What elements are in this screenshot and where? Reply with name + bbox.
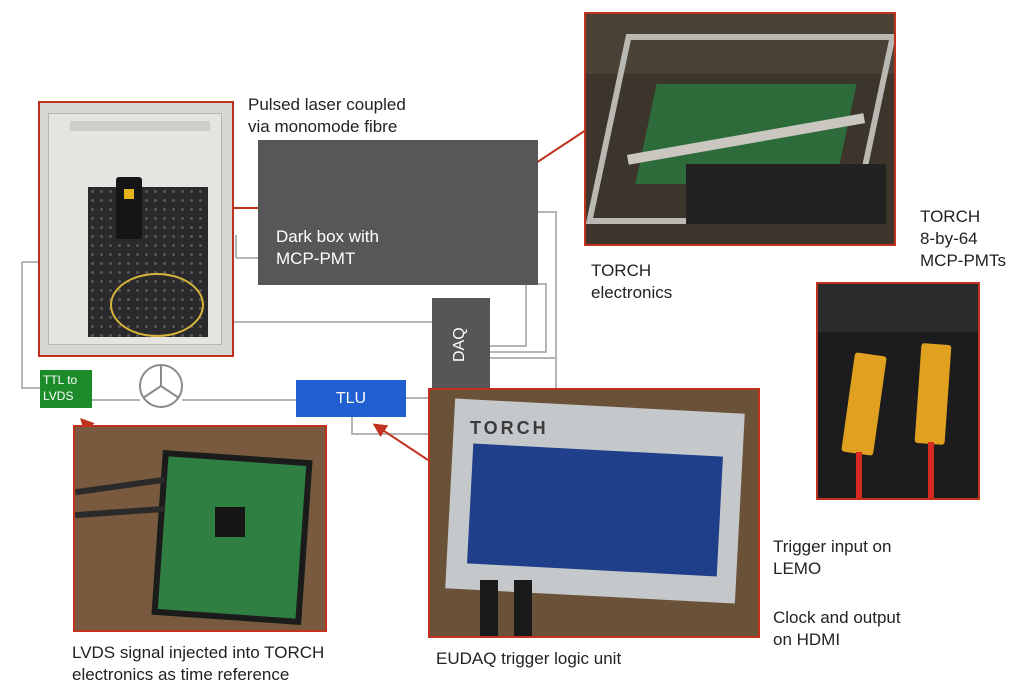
pmt-left xyxy=(841,352,887,456)
fibre-loop xyxy=(110,273,204,337)
torch-electronics-photo xyxy=(584,12,896,246)
wire-left-loop xyxy=(21,262,40,389)
laser-head xyxy=(116,177,142,239)
torch-electronics-label: TORCH electronics xyxy=(591,261,673,302)
laser-enclosure-photo xyxy=(38,101,234,357)
pmt-right xyxy=(914,343,952,445)
dark-box-label: Dark box with MCP-PMT xyxy=(276,227,379,268)
torch-board-text: TORCH xyxy=(470,418,549,438)
tlu-label: TLU xyxy=(335,389,367,407)
dark-box: Dark box with MCP-PMT xyxy=(258,140,538,285)
eudaq-tlu-label: EUDAQ trigger logic unit xyxy=(436,649,622,668)
wire-tlu-to-eudaq xyxy=(351,417,430,435)
ttl-to-lvds-label: TTL to LVDS xyxy=(43,373,78,403)
lvds-signal-label: LVDS signal injected into TORCH electron… xyxy=(72,643,325,684)
daq-label: DAQ xyxy=(451,327,468,362)
green-pcb xyxy=(151,449,313,626)
torch-pmts-photo xyxy=(816,282,980,500)
splitter-icon xyxy=(139,364,183,408)
arrow-eudaq-to-tlu xyxy=(372,423,429,461)
daq-box: DAQ xyxy=(432,298,490,392)
ttl-to-lvds-box: TTL to LVDS xyxy=(40,370,92,408)
clock-output-label: Clock and output on HDMI xyxy=(773,608,901,649)
lvds-board-photo xyxy=(73,425,327,632)
tlu-box: TLU xyxy=(296,380,406,417)
pulsed-laser-label: Pulsed laser coupled via monomode fibre xyxy=(248,95,406,136)
wire-darkbox-to-daq xyxy=(490,211,557,359)
trigger-input-label: Trigger input on LEMO xyxy=(773,537,892,578)
eudaq-tlu-photo: TORCH xyxy=(428,388,760,638)
torch-pmts-label: TORCH 8-by-64 MCP-PMTs xyxy=(920,207,1006,270)
